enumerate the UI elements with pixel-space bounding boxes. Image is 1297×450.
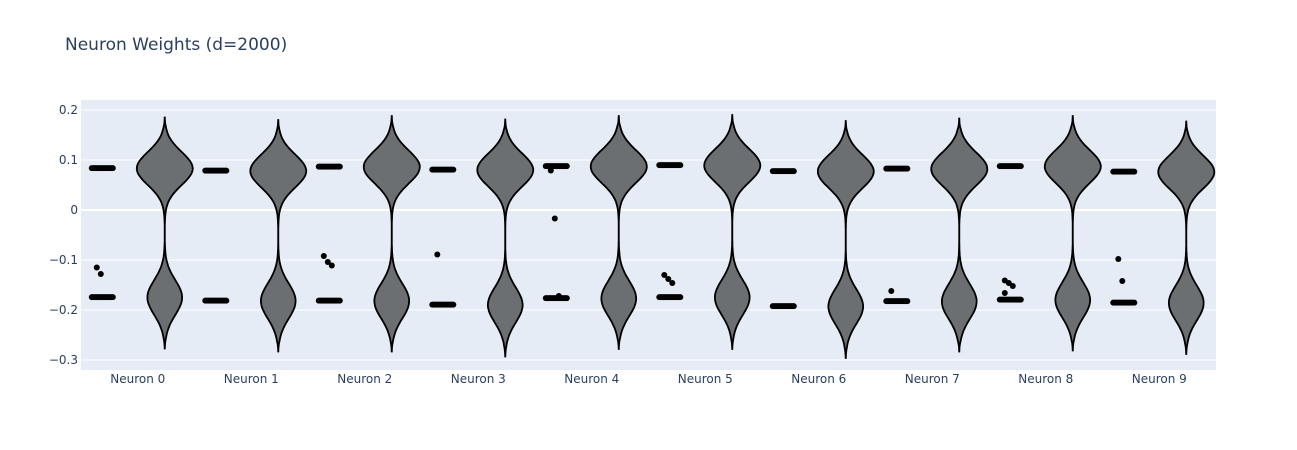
x-tick-label: Neuron 1 <box>224 372 279 386</box>
x-tick-label: Neuron 6 <box>791 372 846 386</box>
x-tick-label: Neuron 8 <box>1018 372 1073 386</box>
y-tick-label: −0.1 <box>49 253 78 267</box>
y-tick-label: 0 <box>70 203 78 217</box>
violin-group <box>429 118 535 358</box>
violin-group <box>1110 120 1216 355</box>
violin-shape <box>589 115 648 350</box>
violin-group <box>542 115 648 350</box>
x-tick-label: Neuron 5 <box>678 372 733 386</box>
violin-group <box>656 114 762 350</box>
data-point <box>450 301 457 308</box>
data-point <box>450 166 457 173</box>
data-point <box>1017 163 1024 170</box>
y-tick-label: 0.2 <box>59 103 78 117</box>
data-point <box>1131 299 1138 306</box>
x-tick-label: Neuron 9 <box>1132 372 1187 386</box>
x-tick-label: Neuron 4 <box>564 372 619 386</box>
outlier-point <box>320 253 327 259</box>
violin-shape <box>1043 115 1102 352</box>
outlier-point <box>669 280 676 286</box>
outlier-point <box>1009 283 1016 289</box>
outlier-point <box>93 264 100 271</box>
outlier-point <box>324 259 331 265</box>
violin-shape <box>930 117 989 353</box>
outlier-point <box>1119 278 1126 284</box>
outlier-point <box>665 276 672 282</box>
violin-shape <box>703 114 762 350</box>
data-point <box>1131 168 1138 175</box>
violin-group <box>769 120 875 359</box>
outlier-point <box>551 215 558 222</box>
data-point <box>677 162 684 169</box>
outlier-point <box>328 262 335 269</box>
data-point <box>563 163 570 170</box>
data-point <box>336 297 343 304</box>
violin-shape <box>816 120 875 359</box>
y-tick-label: −0.2 <box>49 303 78 317</box>
x-tick-label: Neuron 7 <box>905 372 960 386</box>
plot-background <box>81 100 1216 370</box>
data-point <box>223 167 230 174</box>
outlier-point <box>1001 290 1008 296</box>
violin-group <box>996 115 1102 352</box>
x-tick-label: Neuron 3 <box>451 372 506 386</box>
data-point <box>790 168 797 175</box>
data-point <box>223 297 230 304</box>
violin-group <box>202 119 308 353</box>
data-point <box>790 303 797 310</box>
outlier-point <box>661 272 668 278</box>
outlier-point <box>888 288 895 294</box>
y-tick-label: 0.1 <box>59 153 78 167</box>
violin-shape <box>476 118 535 358</box>
data-point <box>677 294 684 301</box>
violin-group <box>883 117 989 353</box>
violin-shape <box>135 116 194 350</box>
violin-shape <box>1157 120 1216 355</box>
chart-title: Neuron Weights (d=2000) <box>65 35 287 55</box>
data-point <box>109 294 116 301</box>
data-point <box>336 163 343 170</box>
x-tick-label: Neuron 0 <box>110 372 165 386</box>
violin-shape <box>249 119 308 353</box>
data-point <box>904 165 911 172</box>
data-point <box>904 298 911 305</box>
outlier-point <box>97 271 104 277</box>
data-point <box>1017 296 1024 303</box>
data-point <box>563 295 570 302</box>
y-tick-label: −0.3 <box>49 353 78 367</box>
outlier-point <box>555 293 562 299</box>
outlier-point <box>1115 256 1122 262</box>
data-point <box>109 165 116 172</box>
violin-group <box>88 116 194 350</box>
violin-shape <box>362 115 421 353</box>
violin-group <box>315 115 421 353</box>
outlier-point <box>434 251 441 258</box>
outlier-point <box>547 167 554 174</box>
x-tick-label: Neuron 2 <box>337 372 392 386</box>
